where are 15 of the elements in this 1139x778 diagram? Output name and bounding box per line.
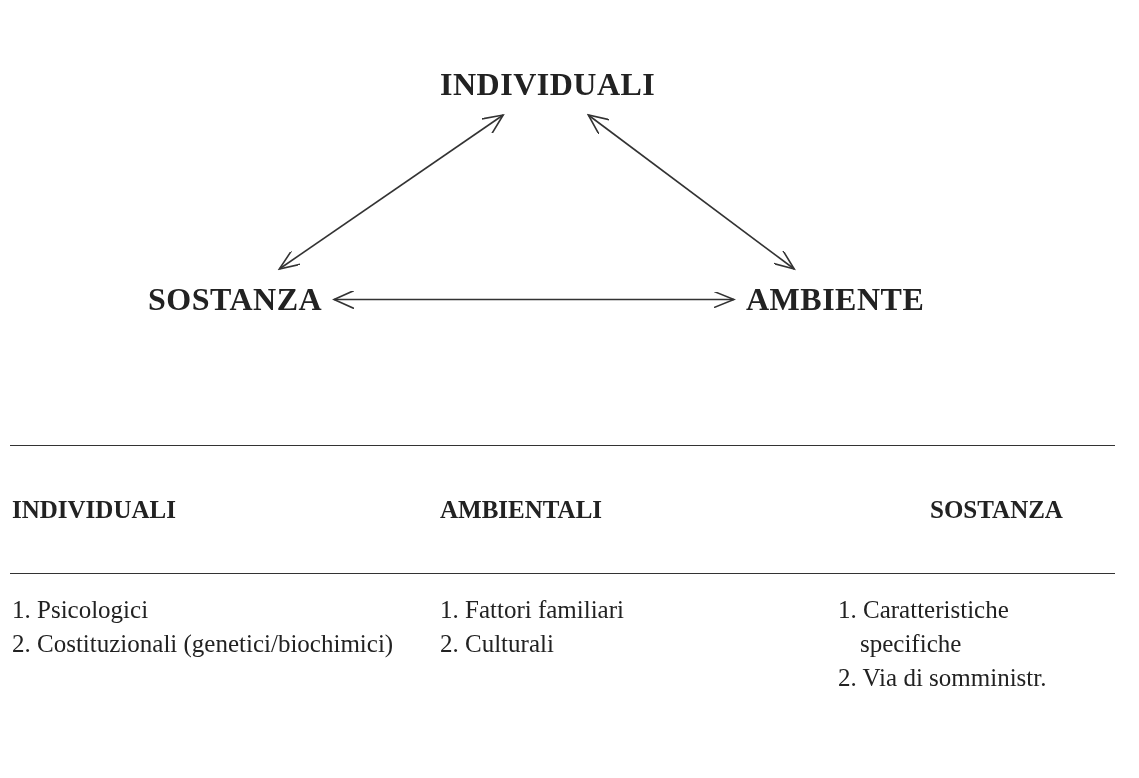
column-header: SOSTANZA (930, 495, 1063, 525)
list-item: 2. Culturali (440, 629, 555, 659)
double-arrow (333, 289, 735, 310)
column-header: INDIVIDUALI (12, 495, 176, 525)
list-item: 1. Fattori familiari (440, 595, 625, 625)
list-item: 2. Via di somministr. (838, 663, 1048, 693)
double-arrow (278, 114, 504, 270)
list-item: 1. Psicologici (12, 595, 150, 625)
double-arrow (587, 114, 795, 270)
node-label: INDIVIDUALI (432, 62, 664, 107)
list-item: 2. Costituzionali (genetici/biochimici) (12, 629, 394, 660)
list-item: 1. Caratteristiche specifiche (838, 595, 1010, 659)
node-label: SOSTANZA (140, 277, 331, 322)
node-label: AMBIENTE (738, 277, 933, 322)
column-header: AMBIENTALI (440, 495, 603, 525)
